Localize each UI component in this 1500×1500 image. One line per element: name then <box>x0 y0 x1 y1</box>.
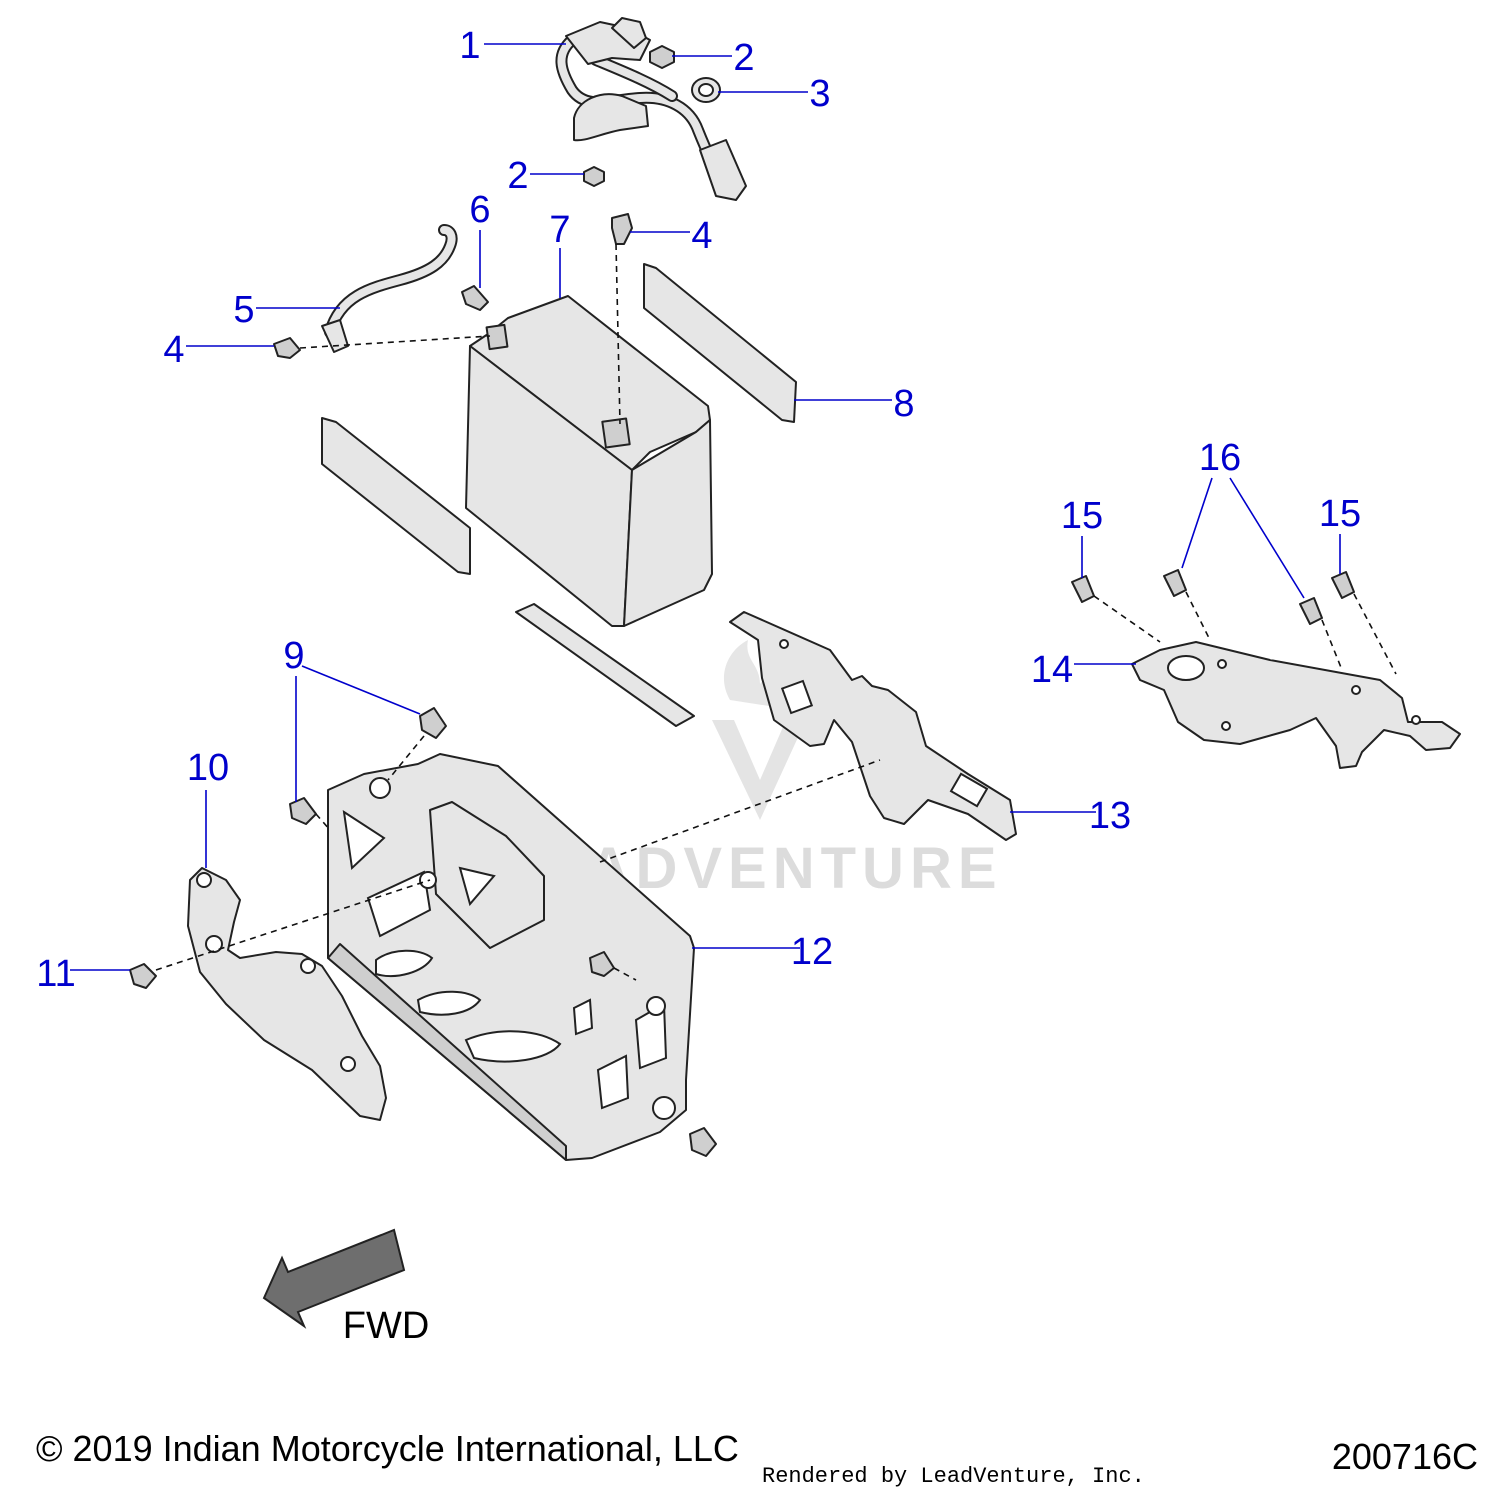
fwd-indicator: FWD <box>262 1228 430 1347</box>
leader-lines <box>70 43 1341 971</box>
callout-6: 6 <box>469 189 490 231</box>
part-15-bolt-left <box>1071 575 1095 603</box>
callout-13: 13 <box>1089 795 1131 837</box>
copyright-text: © 2019 Indian Motorcycle International, … <box>36 1428 739 1469</box>
part-6-bolt <box>461 285 489 311</box>
part-15-bolt-right <box>1331 571 1355 599</box>
part-4-bolt-left <box>273 337 301 359</box>
part-9-bolt-upper <box>419 707 447 739</box>
part-11-bolt <box>129 963 157 989</box>
part-8-pad-right <box>643 263 797 423</box>
callout-9: 9 <box>283 635 304 677</box>
part-8-pad-bottom <box>515 603 695 727</box>
tray-bolt-inner <box>589 951 615 977</box>
callout-3: 3 <box>809 73 830 115</box>
battery-terminal-negative <box>485 323 509 351</box>
watermark-logo <box>712 720 806 820</box>
callout-2: 2 <box>733 37 754 79</box>
part-2-nut-upper <box>649 45 675 69</box>
part-14-bracket <box>1131 641 1461 769</box>
part-1-cable <box>555 17 747 201</box>
callout-15: 15 <box>1061 495 1103 537</box>
callout-5: 5 <box>233 289 254 331</box>
callout-2: 2 <box>507 155 528 197</box>
part-16-bolt-left <box>1163 569 1187 597</box>
callout-8: 8 <box>893 383 914 425</box>
part-10-cover <box>187 867 387 1121</box>
part-4-bolt-upper <box>611 213 633 245</box>
callout-15: 15 <box>1319 493 1361 535</box>
callout-4: 4 <box>691 215 712 257</box>
callout-4: 4 <box>163 329 184 371</box>
battery-terminal-positive <box>601 417 631 449</box>
part-3-clip <box>691 77 721 103</box>
part-13-side-bracket <box>729 611 1017 841</box>
callout-16: 16 <box>1199 437 1241 479</box>
assembly-lines <box>155 243 1397 981</box>
part-9-bolt-lower <box>289 797 317 825</box>
part-5-ground-strap <box>321 224 458 353</box>
part-12-battery-tray <box>327 753 695 1161</box>
diagram-number: 200716C <box>1331 1436 1478 1477</box>
part-2-nut-lower <box>583 166 605 187</box>
callouts: 1 2 3 2 6 7 4 5 4 8 16 15 15 14 9 10 13 … <box>36 25 1361 995</box>
part-7-battery <box>465 295 713 627</box>
callout-10: 10 <box>187 747 229 789</box>
callout-14: 14 <box>1031 649 1073 691</box>
fwd-arrow-icon <box>262 1228 406 1329</box>
callout-12: 12 <box>791 931 833 973</box>
rendered-by-text: Rendered by LeadVenture, Inc. <box>762 1464 1145 1489</box>
fwd-label: FWD <box>343 1305 430 1347</box>
callout-1: 1 <box>459 25 480 67</box>
part-8-pad-left <box>321 417 471 575</box>
callout-11: 11 <box>36 953 75 995</box>
part-16-bolt-right <box>1299 597 1323 625</box>
tray-bolt-lower <box>689 1127 717 1157</box>
callout-7: 7 <box>549 209 570 251</box>
